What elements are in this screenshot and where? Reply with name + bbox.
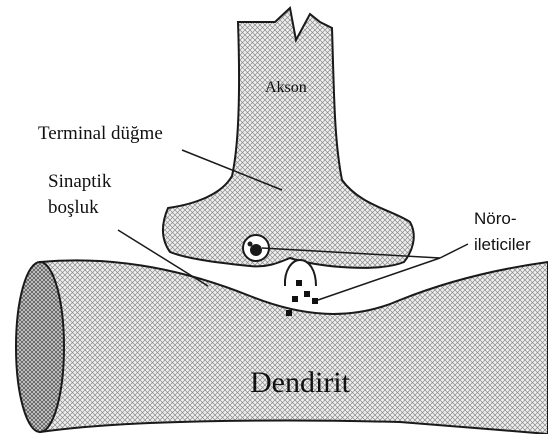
axon-terminal bbox=[163, 8, 414, 268]
vesicle-core bbox=[250, 244, 262, 256]
leader-noro-main bbox=[440, 244, 468, 258]
label-akson: Akson bbox=[265, 80, 307, 96]
label-noro-line2: ileticiler bbox=[474, 236, 531, 253]
neurotransmitter-particle bbox=[286, 310, 292, 316]
label-sinaptik-line1: Sinaptik bbox=[48, 172, 111, 191]
dendrite-body bbox=[40, 260, 548, 434]
label-dendirit: Dendirit bbox=[250, 368, 350, 398]
neurotransmitter-particle bbox=[304, 291, 310, 297]
dendrite-opening bbox=[16, 262, 64, 432]
neurotransmitter-particle bbox=[292, 296, 298, 302]
label-terminal-dugme: Terminal düğme bbox=[38, 124, 163, 143]
neurotransmitter-particle bbox=[296, 280, 302, 286]
label-noro-line1: Nöro- bbox=[474, 210, 517, 227]
vesicle-dot bbox=[248, 242, 253, 247]
neurotransmitter-particle bbox=[312, 298, 318, 304]
label-sinaptik-line2: boşluk bbox=[48, 198, 99, 217]
